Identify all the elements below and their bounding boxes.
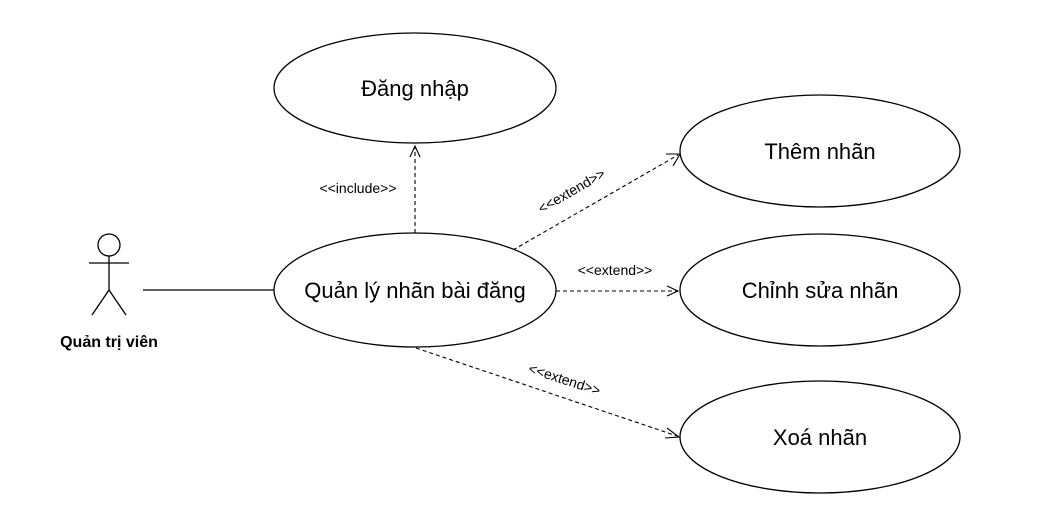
include-arrowhead [409,144,421,158]
use-case-login[interactable]: Đăng nhập [273,32,557,144]
use-case-edit-label-text: Chỉnh sửa nhãn [742,278,899,303]
use-case-edit-label[interactable]: Chỉnh sửa nhãn [679,233,961,347]
use-case-add-label-text: Thêm nhãn [764,139,875,164]
actor-admin[interactable]: Quản trị viên [60,233,158,351]
use-case-add-shape [679,94,961,208]
use-case-add-label[interactable]: Thêm nhãn [679,94,961,208]
extend-edit-arrowhead [666,285,680,297]
use-case-delete-label-text: Xoá nhãn [773,425,867,450]
actor-right-leg [108,289,127,316]
use-case-manage-shape [273,232,557,348]
extend-add-line [512,154,679,251]
actor-label: Quản trị viên [60,334,158,351]
use-case-delete-shape [679,380,961,494]
use-case-edit-shape [679,233,961,347]
use-case-delete-label[interactable]: Xoá nhãn [679,380,961,494]
extend-delete-arrowhead [664,427,681,439]
actor-head [97,233,121,257]
use-case-manage-label: Quản lý nhãn bài đăng [304,278,525,303]
extend-delete-label: <<extend>> [527,360,603,398]
extend-add-label: <<extend>> [535,165,608,216]
use-case-login-label: Đăng nhập [361,76,469,101]
extend-delete-line [415,347,678,437]
use-case-manage-labels[interactable]: Quản lý nhãn bài đăng [273,232,557,348]
extend-edit-label: <<extend>> [578,262,653,278]
use-case-login-shape [273,32,557,144]
actor-left-leg [91,289,110,316]
include-label: <<include>> [319,180,396,196]
extend-add-arrowhead [666,153,681,167]
